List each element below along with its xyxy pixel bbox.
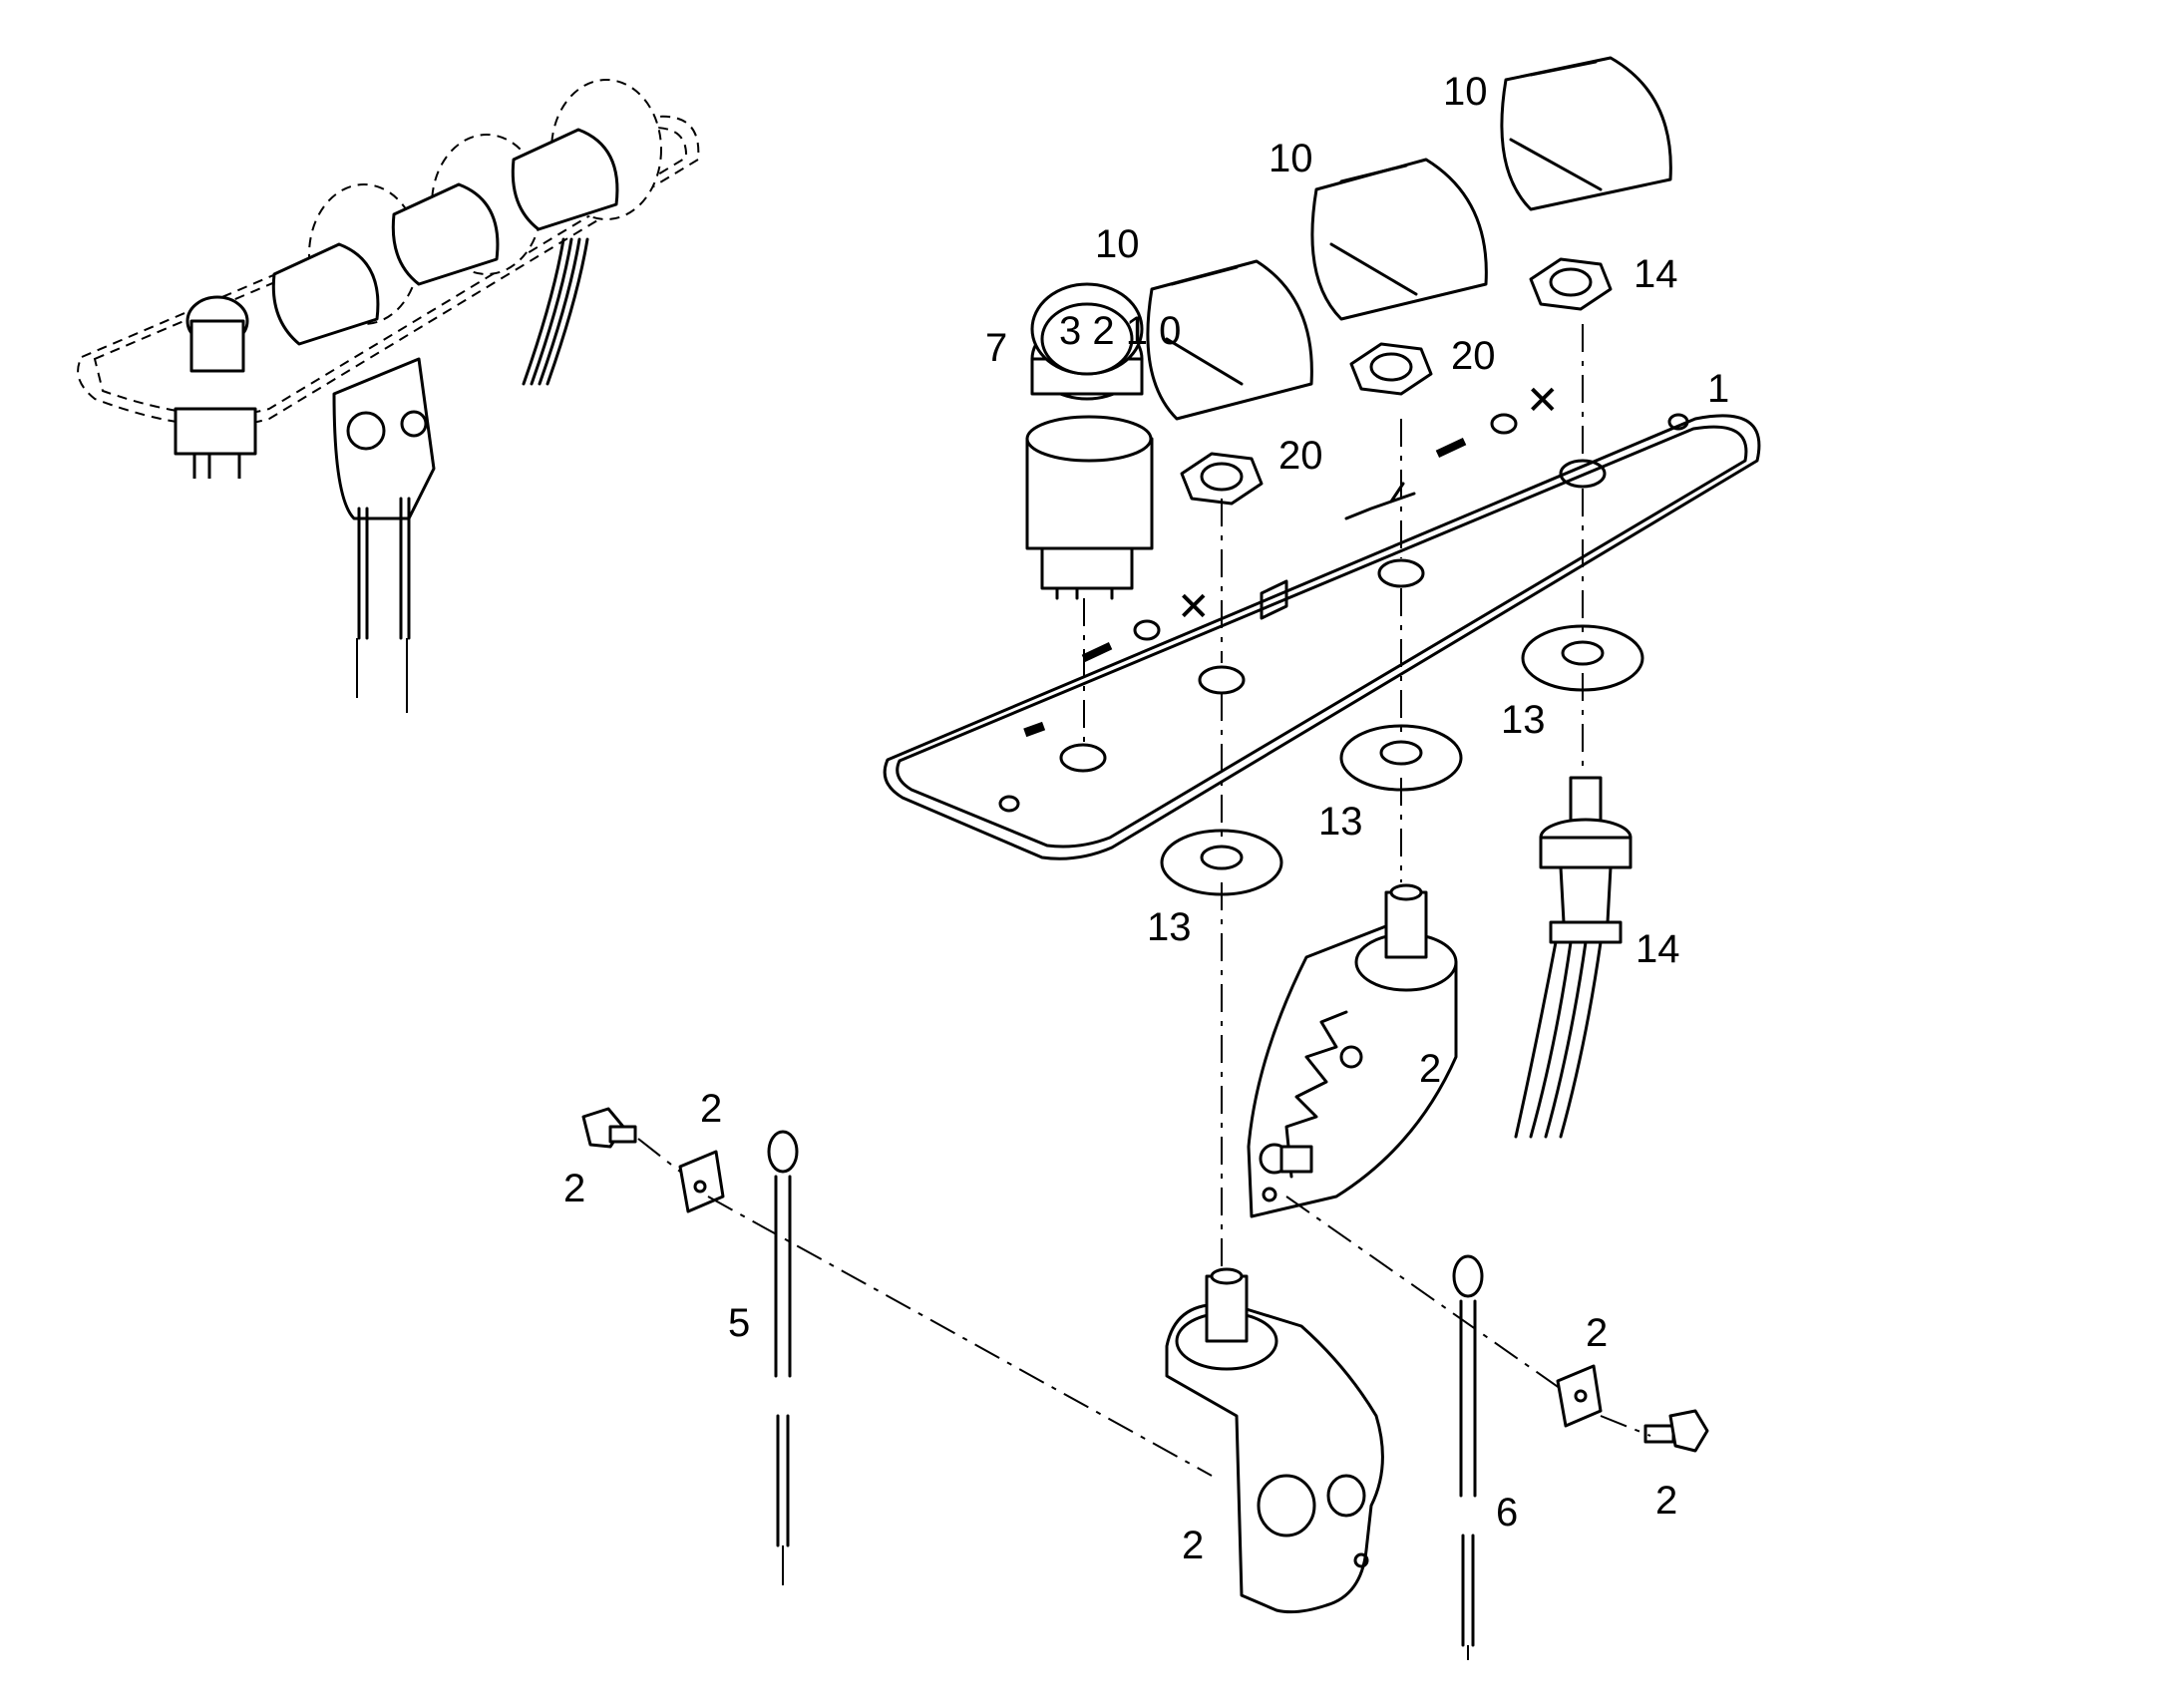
quadrant-bracket <box>1247 883 1458 1218</box>
knob-middle <box>1310 158 1488 321</box>
callout-14: 14 <box>1635 927 1680 971</box>
cable-left <box>767 1130 799 1585</box>
callout-6: 6 <box>1496 1491 1518 1535</box>
callout-10: 10 <box>1095 222 1140 266</box>
assembly-lines <box>637 324 1651 1477</box>
callout-2: 2 <box>1182 1524 1204 1567</box>
knob-left <box>1146 259 1313 421</box>
cable-right <box>1452 1254 1484 1660</box>
callout-2: 2 <box>563 1167 585 1210</box>
callout-2: 2 <box>1586 1311 1608 1355</box>
callout-20: 20 <box>1451 334 1496 378</box>
assembled-overview <box>77 79 700 713</box>
callout-20: 20 <box>1278 434 1323 478</box>
callouts: 1 7 10 10 10 14 20 20 13 13 13 14 2 2 2 … <box>563 70 1729 1567</box>
callout-13: 13 <box>1147 905 1192 949</box>
knob-right <box>1500 56 1672 211</box>
rotary-switch: 3 2 1 0 <box>1025 282 1181 600</box>
callout-14: 14 <box>1634 252 1678 296</box>
screw-right <box>1643 1409 1709 1453</box>
callout-7: 7 <box>985 326 1007 370</box>
svg-text:✕: ✕ <box>1177 585 1211 629</box>
clip-right <box>1556 1364 1603 1428</box>
clip-left <box>678 1150 725 1213</box>
panel-plate: ✕ ✕ <box>883 379 1761 860</box>
push-switch <box>1514 776 1633 1139</box>
callout-10: 10 <box>1269 137 1313 180</box>
callout-2: 2 <box>700 1087 722 1131</box>
callout-5: 5 <box>728 1301 750 1345</box>
callout-2: 2 <box>1419 1047 1441 1091</box>
nut-middle <box>1349 342 1433 396</box>
callout-13: 13 <box>1318 800 1363 844</box>
callout-13: 13 <box>1501 698 1546 742</box>
screw-left <box>581 1107 637 1149</box>
dial-markings: 3 2 1 0 <box>1059 309 1181 353</box>
nut-right <box>1529 257 1613 311</box>
lower-bracket <box>1165 1267 1384 1614</box>
nut-left <box>1180 452 1264 506</box>
callout-10: 10 <box>1443 70 1488 114</box>
svg-text:✕: ✕ <box>1526 379 1560 423</box>
callout-2: 2 <box>1655 1479 1677 1523</box>
callout-1: 1 <box>1707 367 1729 411</box>
